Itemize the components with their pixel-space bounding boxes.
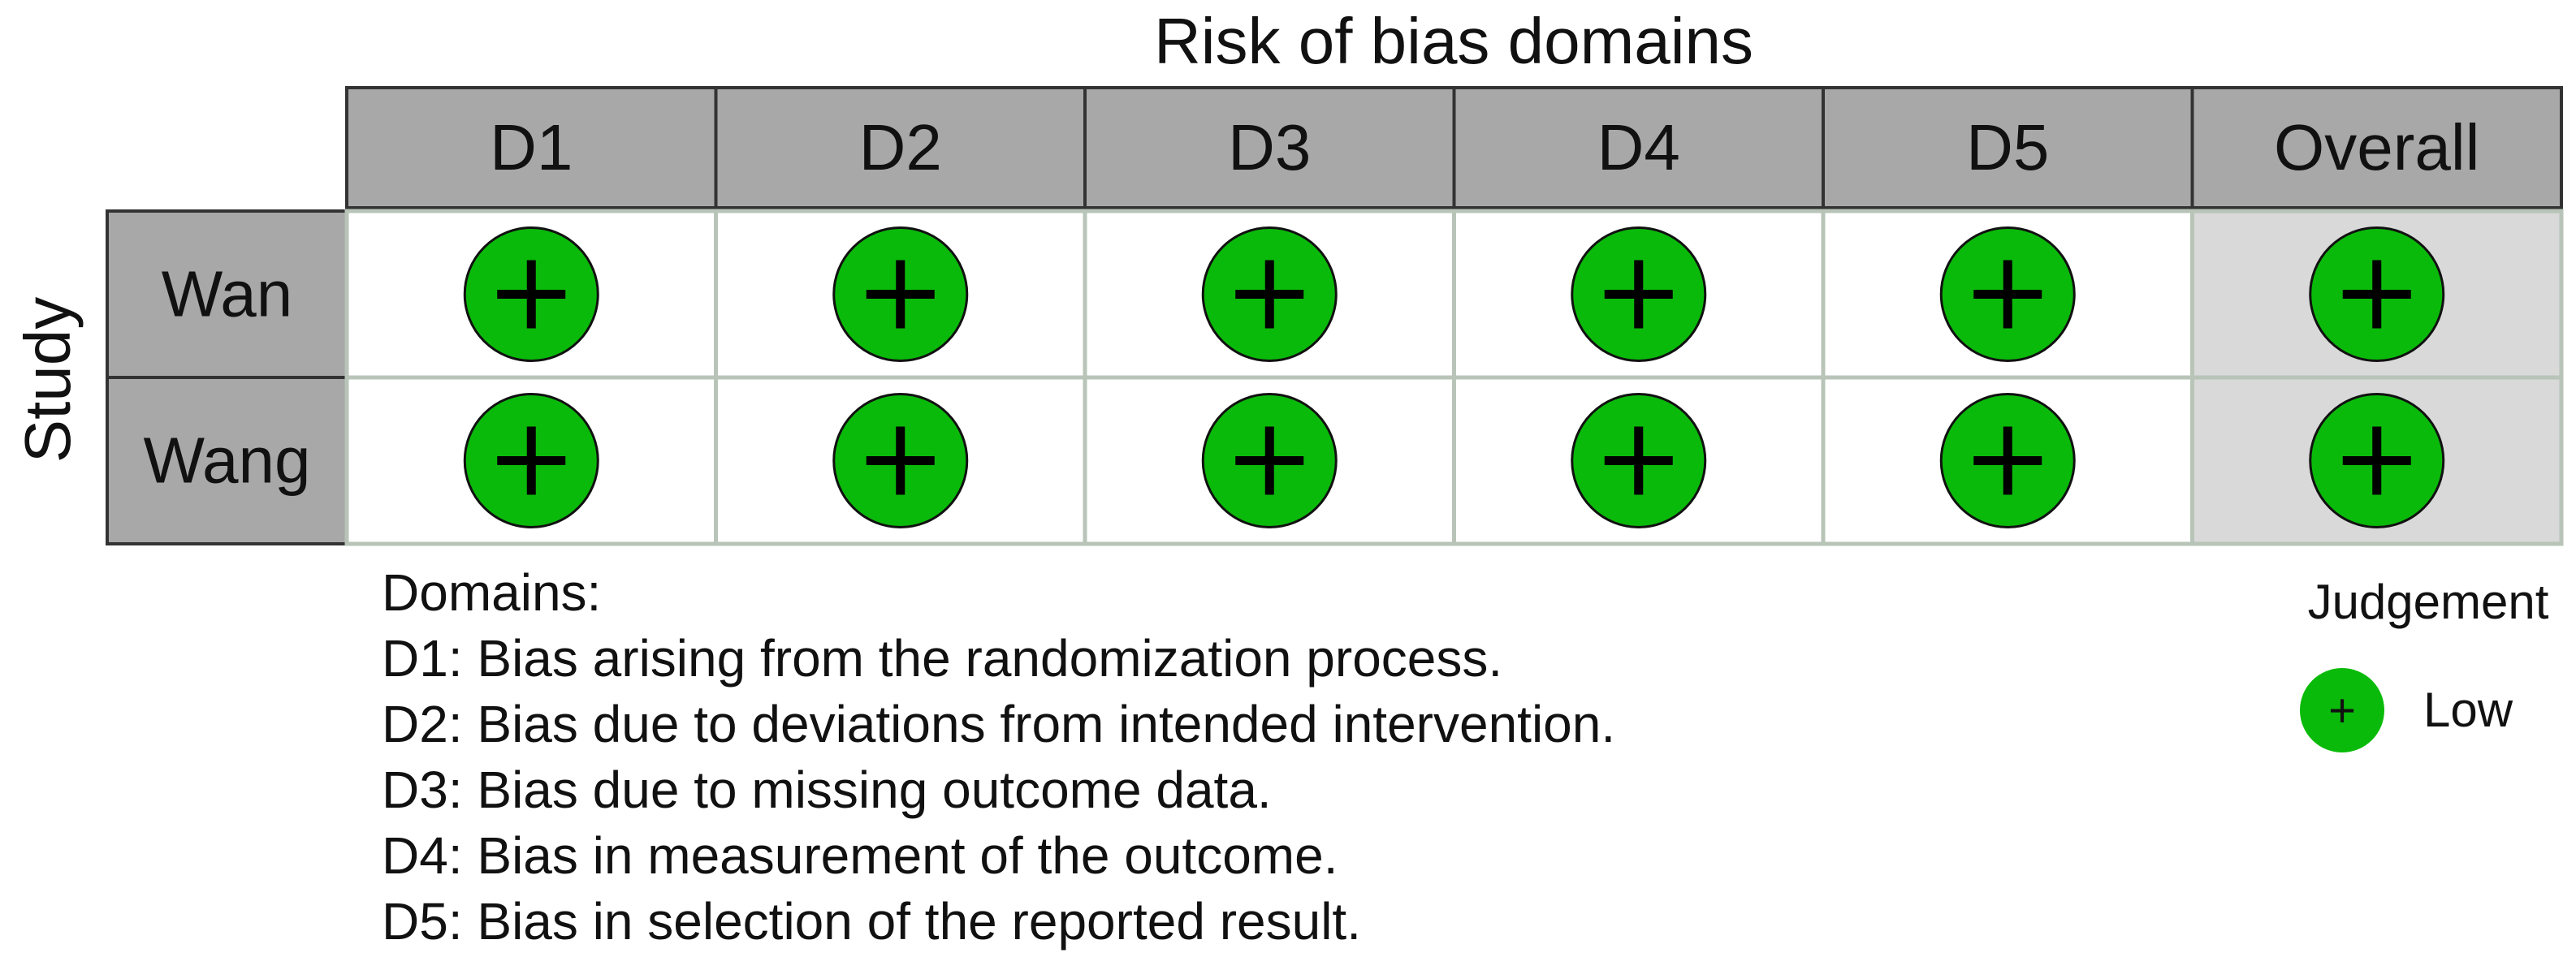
study-axis-label: Study bbox=[11, 297, 84, 463]
judgement-legend-items: + Low bbox=[2300, 668, 2513, 752]
column-header-label: D4 bbox=[1597, 111, 1680, 183]
study-label: Wang bbox=[143, 425, 310, 497]
domains-heading: Domains: bbox=[382, 563, 602, 622]
domain-description-d1: D1: Bias arising from the randomization … bbox=[382, 629, 1503, 688]
column-header-label: Overall bbox=[2274, 111, 2479, 183]
column-header-label: D2 bbox=[859, 111, 942, 183]
judgement-legend: Judgement + Low bbox=[2300, 575, 2549, 752]
study-header-wan bbox=[106, 209, 348, 379]
column-header-label: D5 bbox=[1966, 111, 2049, 183]
plus-icon: + bbox=[2328, 684, 2356, 737]
study-label: Wan bbox=[162, 258, 293, 330]
column-header-d3 bbox=[1083, 86, 1456, 209]
domain-description-d3: D3: Bias due to missing outcome data. bbox=[382, 761, 1272, 819]
column-header-overall bbox=[2190, 86, 2563, 209]
chart-title: Risk of bias domains bbox=[1154, 5, 1753, 77]
column-header-label: D3 bbox=[1228, 111, 1311, 183]
column-header-d4 bbox=[1452, 86, 1825, 209]
domains-legend: Domains: D1: Bias arising from the rando… bbox=[382, 560, 1615, 955]
judgement-legend-title: Judgement bbox=[2308, 575, 2549, 629]
domain-description-d4: D4: Bias in measurement of the outcome. bbox=[382, 826, 1338, 885]
legend-mark-low bbox=[2300, 668, 2384, 752]
study-header-wang bbox=[106, 376, 348, 545]
domain-description-d2: D2: Bias due to deviations from intended… bbox=[382, 695, 1616, 753]
column-header-label: D1 bbox=[490, 111, 573, 183]
legend-label: Low bbox=[2423, 683, 2513, 737]
grid-frame bbox=[345, 209, 2563, 545]
column-header-d1 bbox=[345, 86, 718, 209]
domain-description-d5: D5: Bias in selection of the reported re… bbox=[382, 892, 1361, 951]
column-header-d2 bbox=[714, 86, 1087, 209]
